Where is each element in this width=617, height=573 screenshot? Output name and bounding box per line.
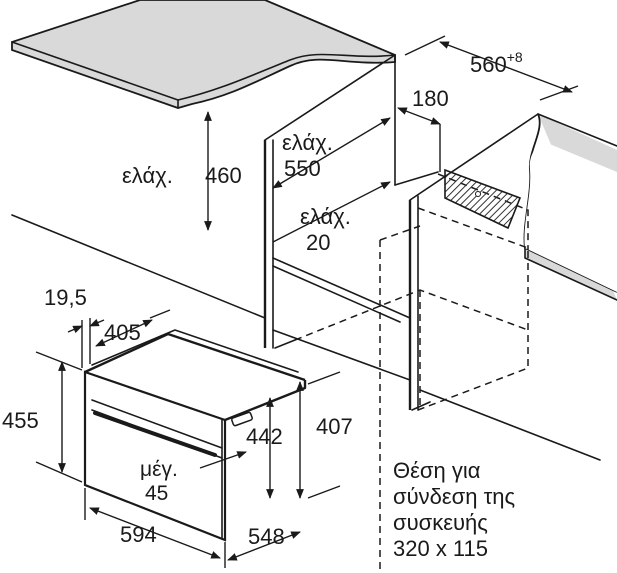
label-405: 405: [104, 320, 141, 345]
dim-560: [404, 35, 579, 101]
label-max: μέγ.: [140, 458, 178, 481]
label-560: 560+8: [470, 49, 523, 77]
dim-455: [35, 351, 83, 483]
dim-550-line: [272, 117, 391, 189]
label-407: 407: [316, 414, 353, 439]
floor-line-right: [419, 389, 601, 461]
floor-line-left: [11, 214, 266, 319]
label-conn-4: 320 x 115: [393, 536, 488, 561]
connection-box: [444, 168, 522, 230]
label-20: 20: [306, 230, 330, 255]
oven: [83, 329, 307, 542]
dim-180: [397, 107, 441, 172]
label-180: 180: [412, 86, 449, 111]
label-548: 548: [248, 524, 285, 549]
hidden-lines: [294, 173, 529, 430]
label-conn-2: σύνδεση της: [393, 484, 515, 509]
cabinet-frame: [263, 54, 539, 411]
worktop-left: [11, 0, 396, 109]
label-460: 460: [205, 163, 242, 188]
label-min-3: ελάχ.: [300, 204, 351, 229]
dim-594: [84, 488, 226, 568]
dim-45-line: [199, 451, 247, 469]
label-550: 550: [284, 156, 321, 181]
label-min-2: ελάχ.: [122, 163, 173, 188]
label-conn-1: Θέση για: [393, 458, 481, 483]
label-19-5: 19,5: [44, 285, 87, 310]
label-442: 442: [246, 424, 283, 449]
dim-405: [95, 309, 171, 347]
label-594: 594: [120, 522, 157, 547]
dim-20-line: [272, 181, 391, 243]
label-455: 455: [2, 408, 39, 433]
label-conn-3: συσκευής: [393, 510, 488, 535]
floor-line-mid: [272, 329, 411, 381]
dim-548-line: [227, 531, 301, 561]
dim-19-5: [67, 318, 105, 368]
dim-407: [296, 371, 341, 499]
label-45: 45: [145, 482, 168, 505]
worktop-right: [523, 113, 617, 301]
label-min-1: ελάχ.: [282, 130, 333, 155]
